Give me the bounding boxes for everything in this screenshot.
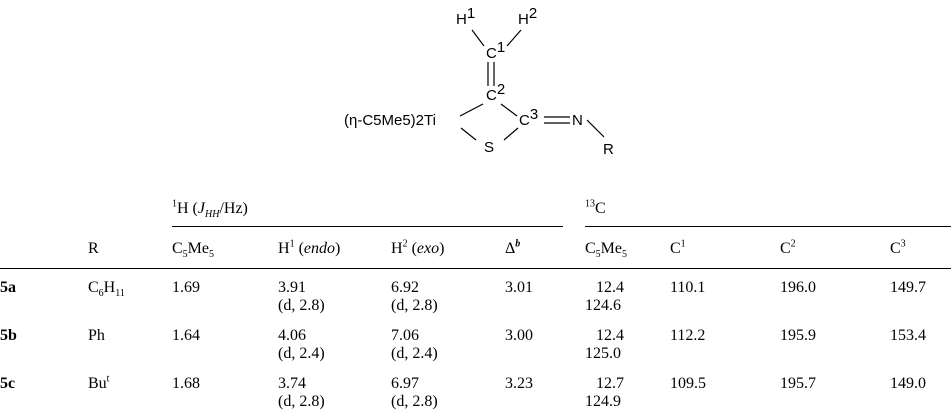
row-5c-h1-sub: (d, 2.8) xyxy=(278,393,325,410)
row-5c-delta: 3.23 xyxy=(505,375,533,392)
header-13c-group: 13C xyxy=(585,198,606,217)
atom-h1: H1 xyxy=(456,5,475,28)
chemical-structure: H1 H2 C1 C2 (η-C5Me5)2Ti C3 S N R xyxy=(344,5,614,158)
col-header-c3: C3 xyxy=(890,238,906,257)
atom-c1: C1 xyxy=(486,39,505,62)
rule-13c-group xyxy=(585,226,951,227)
row-5b-h2-sub: (d, 2.4) xyxy=(391,345,438,362)
bond-n-r xyxy=(586,119,605,138)
col-header-c-c5me5: C5Me5 xyxy=(585,240,627,261)
row-5b-c5me5: 1.64 xyxy=(172,327,200,344)
row-5c-id: 5c xyxy=(0,375,16,392)
bond-c3-s xyxy=(503,127,519,141)
bond-h1-c1 xyxy=(471,29,485,47)
row-5a-c1: 110.1 xyxy=(670,279,706,296)
row-5b-delta: 3.00 xyxy=(505,327,533,344)
row-5b-h1-sub: (d, 2.4) xyxy=(278,345,325,362)
col-header-c5me5: C5Me5 xyxy=(172,240,214,261)
rule-header xyxy=(0,268,951,269)
row-5a-delta: 3.01 xyxy=(505,279,533,296)
row-5b-c5: 12.4 xyxy=(596,327,624,344)
row-5b-c1: 112.2 xyxy=(670,327,706,344)
col-header-c2: C2 xyxy=(780,238,796,257)
atom-h2: H2 xyxy=(518,5,537,28)
row-5c-c2: 195.7 xyxy=(780,375,816,392)
bond-h2-c1 xyxy=(506,29,522,47)
row-5b-r: Ph xyxy=(88,327,105,344)
row-5a-r: C6H11 xyxy=(88,279,125,300)
row-5c-c5me5: 1.68 xyxy=(172,375,200,392)
row-5c-h1: 3.74 xyxy=(278,375,306,392)
row-5a-h2-sub: (d, 2.8) xyxy=(391,297,438,314)
row-5b-h1: 4.06 xyxy=(278,327,306,344)
col-header-c1: C1 xyxy=(670,238,686,257)
atom-n: N xyxy=(572,112,583,129)
row-5c-h2-sub: (d, 2.8) xyxy=(391,393,438,410)
row-5c-h2: 6.97 xyxy=(391,375,419,392)
row-5a-c5me5: 1.69 xyxy=(172,279,200,296)
col-header-h2: H2 (exo) xyxy=(391,238,445,257)
row-5c-c5: 12.7 xyxy=(596,375,624,392)
row-5b-h2: 7.06 xyxy=(391,327,419,344)
col-header-r: R xyxy=(88,240,99,257)
bond-ti-s xyxy=(460,127,477,141)
bond-c2-c3 xyxy=(500,103,518,117)
row-5a-h2: 6.92 xyxy=(391,279,419,296)
row-5a-h1-sub: (d, 2.8) xyxy=(278,297,325,314)
row-5c-c5-sub: 124.9 xyxy=(585,393,621,410)
row-5c-r: But xyxy=(88,373,110,392)
row-5a-c5-sub: 124.6 xyxy=(585,297,621,314)
col-header-delta: Δb xyxy=(505,238,521,257)
row-5a-h1: 3.91 xyxy=(278,279,306,296)
row-5b-c5-sub: 125.0 xyxy=(585,345,621,362)
row-5a-c5: 12.4 xyxy=(596,279,624,296)
atom-s: S xyxy=(484,139,494,156)
bond-ti-c2 xyxy=(459,103,484,117)
col-header-h1: H1 (endo) xyxy=(278,238,341,257)
row-5c-c3: 149.0 xyxy=(890,375,926,392)
atom-c3: C3 xyxy=(519,106,538,129)
row-5a-id: 5a xyxy=(0,279,16,296)
header-1h-group: 1H (JHH/Hz) xyxy=(172,198,248,221)
rule-1h-group xyxy=(172,226,563,227)
row-5b-id: 5b xyxy=(0,327,17,344)
row-5a-c3: 149.7 xyxy=(890,279,926,296)
row-5b-c2: 195.9 xyxy=(780,327,816,344)
atom-r: R xyxy=(603,141,614,158)
atom-c2: C2 xyxy=(486,81,505,104)
row-5a-c2: 196.0 xyxy=(780,279,816,296)
row-5b-c3: 153.4 xyxy=(890,327,926,344)
row-5c-c1: 109.5 xyxy=(670,375,706,392)
atom-ti: (η-C5Me5)2Ti xyxy=(344,112,436,129)
